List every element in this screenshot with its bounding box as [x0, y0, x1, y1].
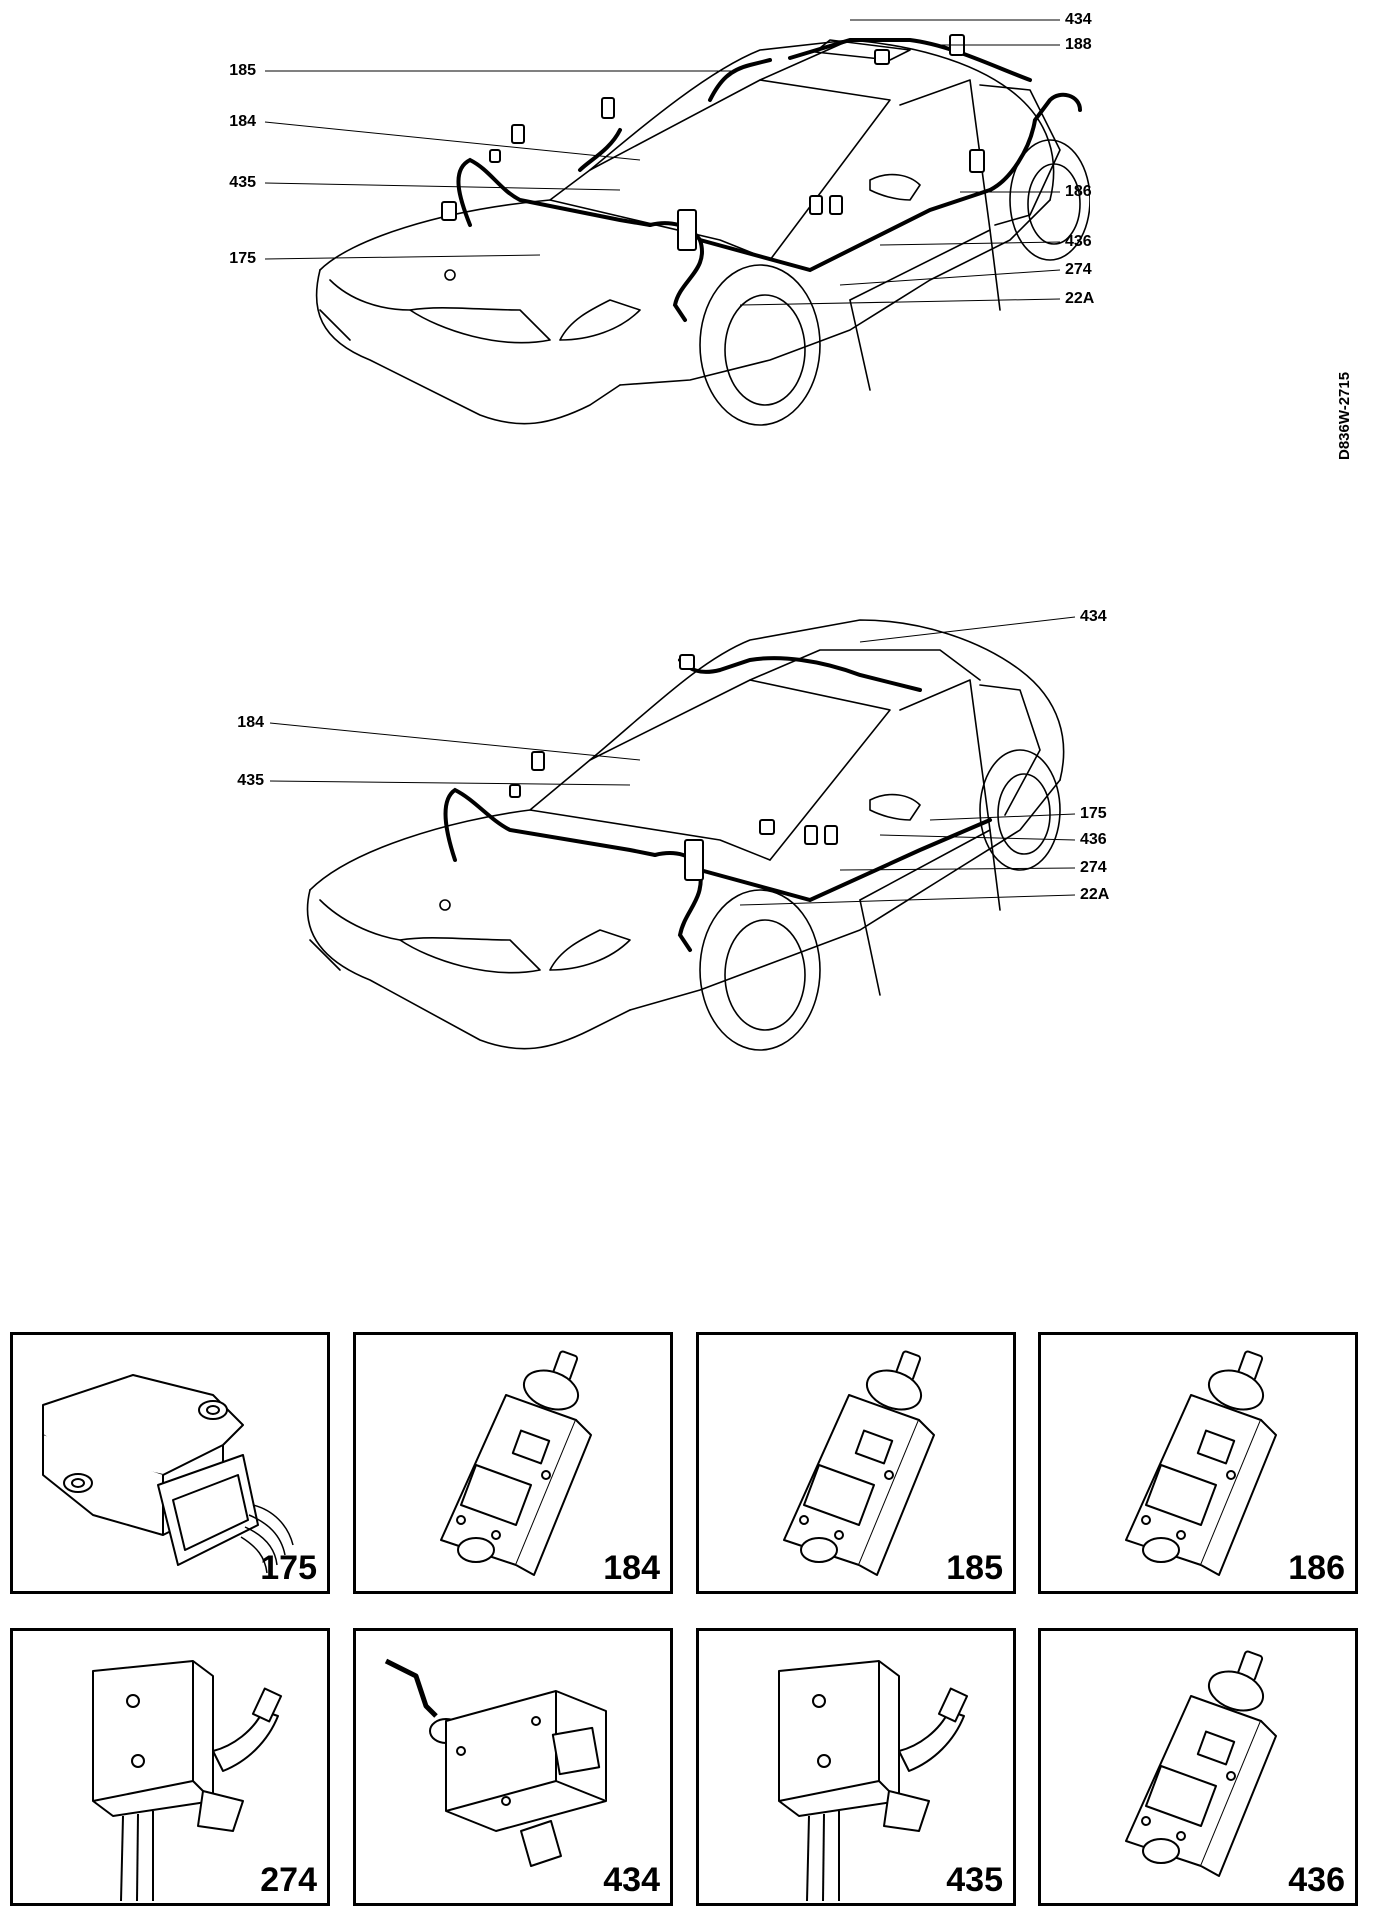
top-label-184: 184 — [229, 113, 256, 130]
lock-motor-icon — [783, 1350, 935, 1576]
panel-number: 436 — [1288, 1861, 1345, 1899]
top-label-22a: 22A — [1065, 290, 1095, 307]
bottom-label-175: 175 — [1080, 805, 1107, 822]
panel-number: 175 — [260, 1549, 317, 1587]
door-switch-icon — [778, 1660, 969, 1902]
top-label-435: 435 — [229, 174, 256, 191]
top-car-illustration — [315, 34, 1090, 426]
panel-436: 436 — [1038, 1628, 1358, 1906]
panel-185: 185 — [696, 1332, 1016, 1594]
lock-motor-icon — [1125, 1650, 1277, 1877]
panel-number: 435 — [946, 1861, 1003, 1899]
panel-175: 175 — [10, 1332, 330, 1594]
panel-434: 434 — [353, 1628, 673, 1906]
panel-number: 184 — [603, 1549, 660, 1587]
top-car-leader-lines — [264, 19, 1061, 306]
top-label-188: 188 — [1065, 36, 1092, 53]
document-id: D836W-2715 — [1336, 371, 1353, 460]
top-label-436: 436 — [1065, 233, 1092, 250]
panel-number: 274 — [260, 1861, 317, 1899]
control-unit-icon — [42, 1374, 294, 1574]
lock-motor-icon — [1125, 1350, 1277, 1576]
panel-number: 434 — [603, 1861, 660, 1899]
bottom-label-436: 436 — [1080, 831, 1107, 848]
panel-number: 185 — [946, 1549, 1003, 1587]
top-label-434: 434 — [1065, 11, 1092, 28]
bottom-label-274: 274 — [1080, 859, 1107, 876]
panel-number: 186 — [1288, 1549, 1345, 1587]
bottom-label-434: 434 — [1080, 608, 1107, 625]
top-label-274: 274 — [1065, 261, 1092, 278]
top-label-175: 175 — [229, 250, 256, 267]
panel-186: 186 — [1038, 1332, 1358, 1594]
bottom-label-435: 435 — [237, 772, 264, 789]
bottom-label-184: 184 — [237, 714, 264, 731]
top-label-185: 185 — [229, 62, 256, 79]
bottom-car-illustration — [306, 619, 1065, 1051]
door-switch-icon — [92, 1660, 283, 1902]
fuel-flap-motor-icon — [384, 1658, 607, 1867]
bottom-car-leader-lines — [269, 616, 1076, 906]
bottom-label-22a: 22A — [1080, 886, 1110, 903]
panel-184: 184 — [353, 1332, 673, 1594]
lock-motor-icon — [440, 1350, 592, 1576]
top-label-186: 186 — [1065, 183, 1092, 200]
panel-274: 274 — [10, 1628, 330, 1906]
panel-435: 435 — [696, 1628, 1016, 1906]
